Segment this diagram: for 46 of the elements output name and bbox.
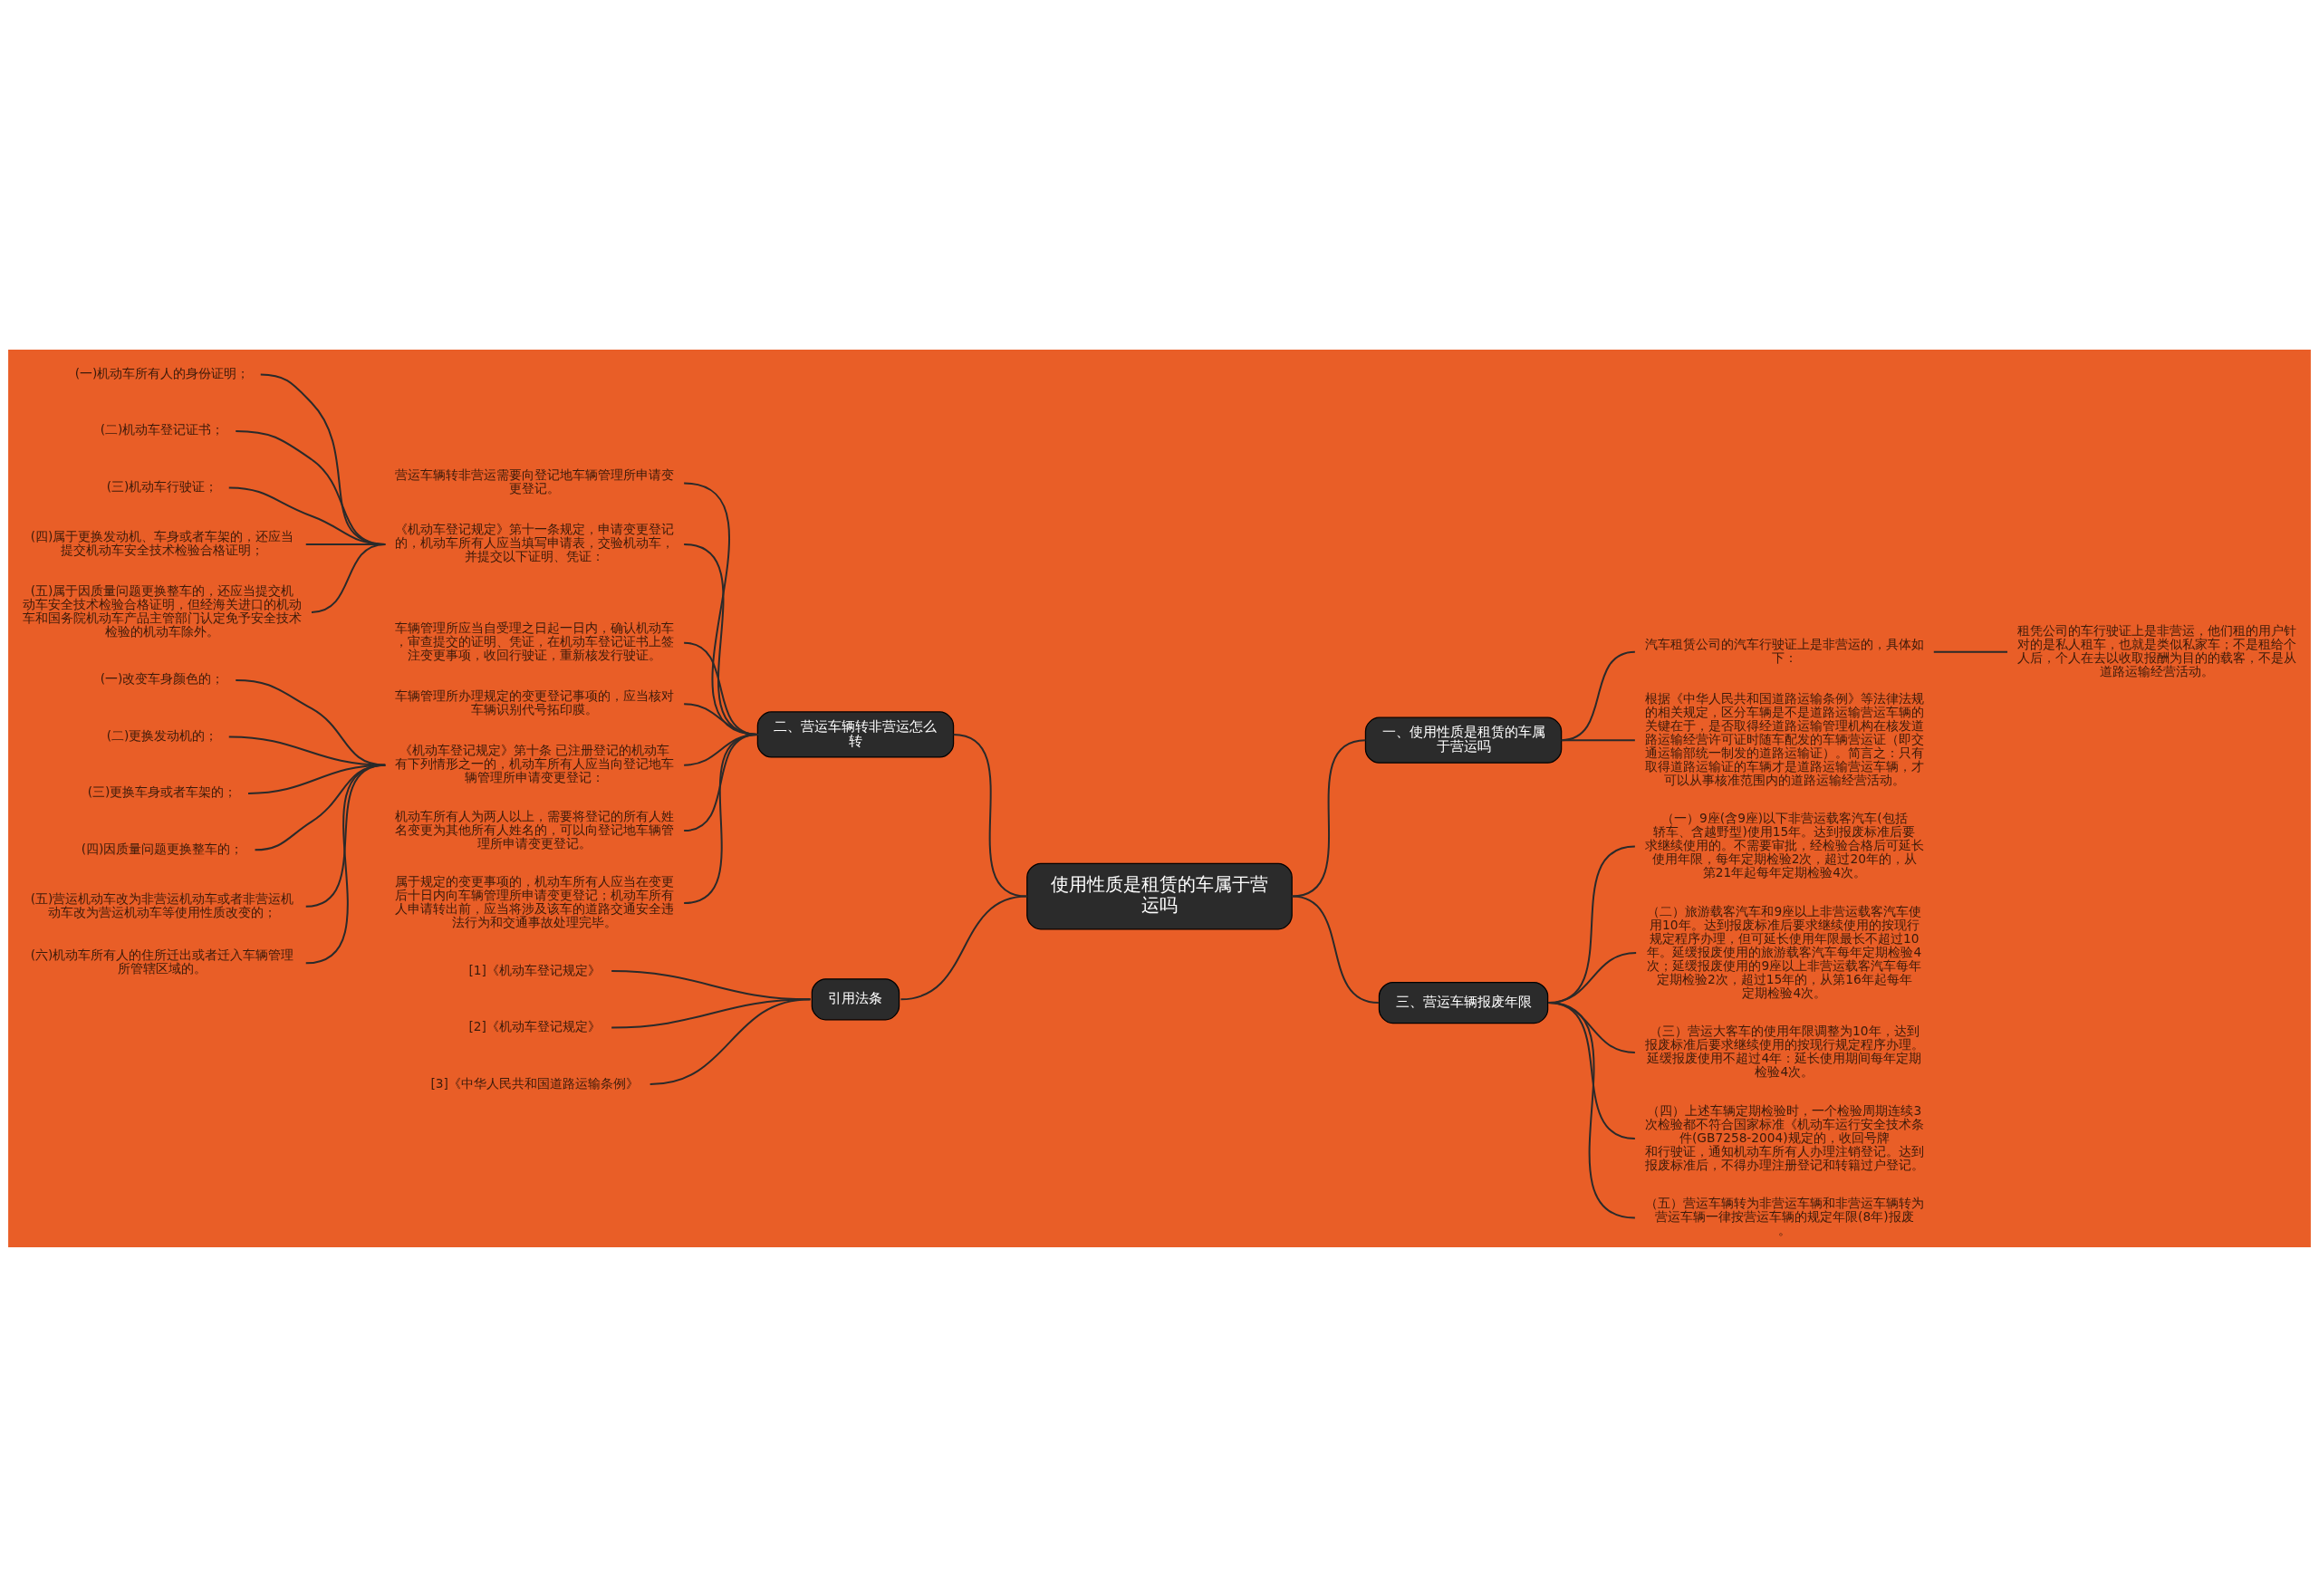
node-text: [1]《机动车登记规定》 [468, 962, 601, 977]
connector [900, 895, 1028, 1000]
node-text: 营运车辆转非营运需要向登记地车辆管理所申请变更登记。 [395, 466, 675, 495]
node-text: (六)机动车所有人的住所迁出或者迁入车辆管理所管辖区域的。 [30, 947, 294, 976]
node-text: 《机动车登记规定》第十条 已注册登记的机动车有下列情形之一的，机动车所有人应当向登记地车辆管理所申请变更登记： [395, 742, 675, 784]
connector [1547, 1001, 1636, 1218]
node-text: 机动车所有人为两人以上，需要将登记的所有人姓名变更为其他所有人姓名的，可以向登记地车辆管理所申请变更登记。 [395, 808, 675, 851]
node-text: (四)因质量问题更换整车的； [81, 841, 244, 856]
node-text: (三)更换车身或者车架的； [87, 784, 237, 799]
connector [1932, 650, 2008, 653]
connector [311, 543, 387, 613]
connector [952, 733, 1028, 898]
node-box: 引用法条 [811, 977, 900, 1020]
node-text: 租凭公司的车行驶证上是非营运，他们租的用户针对的是私人租车，也就是类似私家车；不是租给个人后，个人在去以收取报酬为目的的载客，不是从道路运输经营活动。 [2016, 622, 2296, 678]
node-text: 根据《中华人民共和国道路运输条例》等法律法规的相关规定，区分车辆是不是道路运输营运车辆的关键在于，是否取得经道路运输管理机构在核发道路运输经营许可证时随车配发的车辆营运证（即交通运输部统一制发的道路运输证）。简言之：只有取得道路运输证的车辆才是道路运输营运车辆，才可以从事核准范围内的道路运输经营活动。 [1644, 690, 1924, 787]
connector [1560, 650, 1636, 741]
connector [683, 733, 759, 904]
connector [649, 997, 812, 1085]
node-text: 《机动车登记规定》第十一条规定，申请变更登记的，机动车所有人应当填写申请表，交验机动车，并提交以下证明、凭证： [395, 521, 675, 563]
node-text: （五）营运车辆转为非营运车辆和非营运车辆转为营运车辆一律按营运车辆的规定年限(8年)报废。 [1644, 1195, 1924, 1237]
node-box: 三、营运车辆报废年限 [1378, 981, 1549, 1024]
node-text: (一)改变车身颜色的； [100, 670, 225, 686]
connector [1560, 738, 1636, 741]
node-text: 属于规定的变更事项的，机动车所有人应当在变更后十日内向车辆管理所申请变更登记；机动车所有人申请转出前，应当将涉及该车的道路交通安全违法行为和交通事故处理完毕。 [395, 873, 675, 929]
connector [304, 764, 387, 964]
connector [1291, 895, 1380, 1004]
node-text: (五)属于因质量问题更换整车的，还应当提交机动车安全技术检验合格证明，但经海关进口的机动车和国务院机动车产品主管部门认定免予安全技术检验的机动车除外。 [23, 582, 303, 639]
node-text: (二)更换发动机的； [106, 727, 218, 743]
node-text: （四）上述车辆定期检验时，一个检验周期连续3次检验都不符合国家标准《机动车运行安全技术条件(GB7258-2004)规定的，收回号牌和行驶证，通知机动车所有人办理注销登记。达到报废标准后，不得办理注册登记和转籍过户登记。 [1644, 1102, 1924, 1172]
node-text: （一）9座(含9座)以下非营运载客汽车(包括轿车、含越野型)使用15年。达到报废标准后要求继续使用的。不需要审批，经检验合格后可延长使用年限，每年定期检验2次，超过20年的，从第21年起每年定期检验4次。 [1644, 810, 1924, 880]
node-text: (二)机动车登记证书； [100, 421, 225, 437]
node-text: （二）旅游载客汽车和9座以上非营运载客汽车使用10年。达到报废标准后要求继续使用的按现行规定程序办理，但可延长使用年限最长不超过10年。延缓报废使用的旅游载客汽车每年定期检验4次；延缓报废使用的9座以上非营运载客汽车每年定期检验2次，超过15年的，从第16年起每年定期检验4次。 [1647, 903, 1922, 1000]
node-box: 一、使用性质是租赁的车属于营运吗 [1364, 716, 1563, 764]
node-box: 使用性质是租赁的车属于营运吗 [1026, 862, 1293, 929]
connector [1291, 738, 1367, 898]
node-text: [2]《机动车登记规定》 [468, 1018, 601, 1034]
node-box: 二、营运车辆转非营运怎么转 [756, 710, 955, 757]
node-text: (三)机动车行驶证； [106, 478, 218, 494]
node-text: (一)机动车所有人的身份证明； [74, 365, 250, 380]
node-text: (五)营运机动车改为非营运机动车或者非营运机动车改为营运机动车等使用性质改变的； [30, 890, 294, 919]
node-text: (四)属于更换发动机、车身或者车架的，还应当提交机动车安全技术检验合格证明； [30, 528, 294, 557]
node-text: 车辆管理所应当自受理之日起一日内，确认机动车，审查提交的证明、凭证，在机动车登记证书上签注变更事项，收回行驶证，重新核发行驶证。 [395, 620, 675, 662]
node-text: 车辆管理所办理规定的变更登记事项的，应当核对车辆识别代号拓印膜。 [395, 687, 675, 716]
node-text: [3]《中华人民共和国道路运输条例》 [430, 1075, 639, 1091]
node-text: （三）营运大客车的使用年限调整为10年，达到报废标准后要求继续使用的按现行规定程序办理。延缓报废使用不超过4年：延长使用期间每年定期检验4次。 [1644, 1023, 1924, 1079]
node-text: 汽车租赁公司的汽车行驶证上是非营运的，具体如下： [1644, 636, 1924, 665]
